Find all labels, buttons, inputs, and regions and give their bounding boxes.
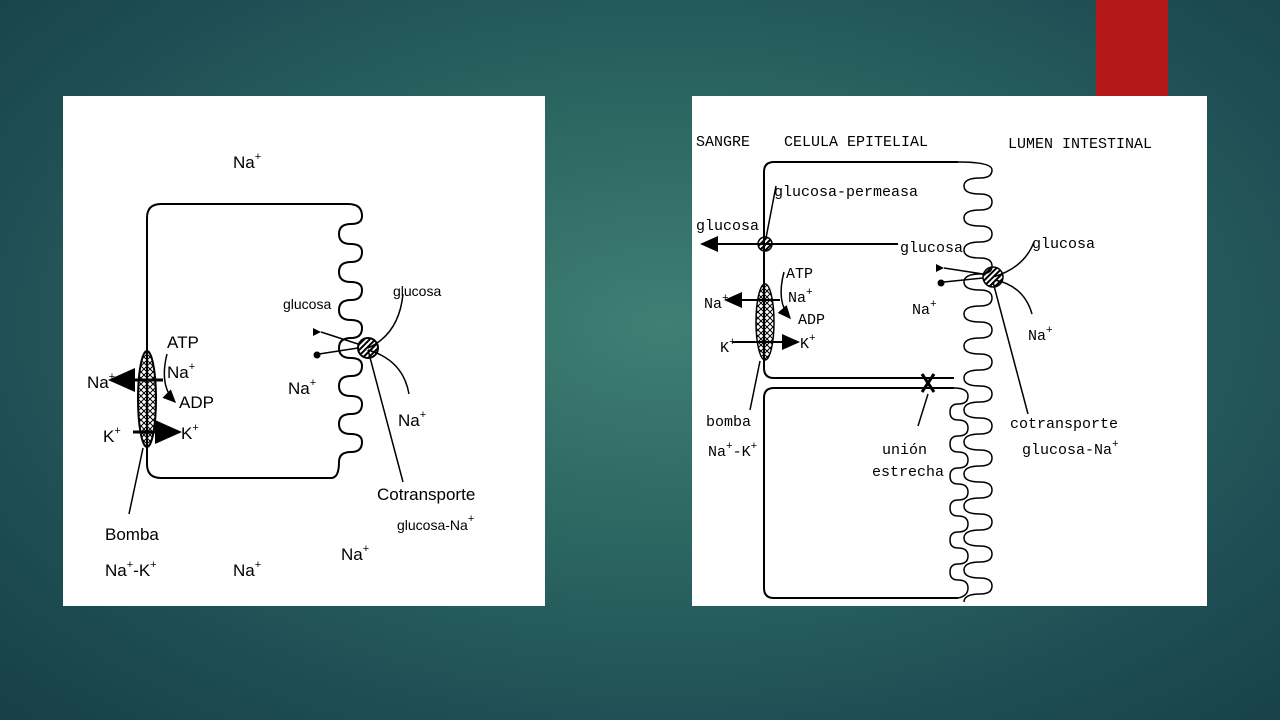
glucosa-label: glucosa — [1032, 236, 1095, 253]
microvilli-border — [957, 161, 993, 603]
cotransporte-label: glucosa-Na+ — [1022, 439, 1119, 459]
cotransporte-label: glucosa-Na+ — [397, 513, 474, 533]
cotransport-release — [943, 267, 984, 283]
na-label: Na+ — [912, 299, 937, 319]
glucosa-label: glucosa — [696, 218, 759, 235]
permeasa-pointer — [765, 185, 777, 239]
glucosa-label: glucosa — [393, 283, 441, 299]
na-label: Na+ — [233, 559, 261, 580]
lower-cell-membrane — [763, 387, 958, 599]
microvilli-border — [330, 203, 364, 479]
cotransport-pointer — [992, 281, 1029, 415]
tight-junction — [920, 373, 936, 393]
na-label: Na+ — [288, 377, 316, 398]
na-k-pump — [137, 350, 157, 448]
adp-label: ADP — [798, 312, 825, 329]
na-label: Na+ — [341, 543, 369, 564]
right-diagram-panel: SANGRE CELULA EPITELIAL LUMEN INTESTINAL… — [692, 96, 1207, 606]
lumen-intestinal-header: LUMEN INTESTINAL — [1008, 136, 1152, 153]
bomba-label: Bomba — [105, 525, 159, 544]
glucosa-label: glucosa — [283, 296, 331, 312]
na-label: Na+ — [167, 361, 195, 382]
bomba-label: bomba — [706, 414, 751, 431]
na-label: Na+ — [233, 151, 261, 172]
atp-label: ATP — [786, 266, 813, 283]
k-label: K+ — [103, 425, 121, 446]
glucosa-entry-line — [992, 241, 1035, 278]
bomba-pointer — [749, 360, 761, 411]
union-estrecha-label: estrecha — [872, 464, 944, 481]
cotransporte-label: cotransporte — [1010, 416, 1118, 433]
na-release-dot — [937, 279, 945, 287]
cell-membrane-basolateral — [146, 203, 331, 479]
na-label: Na+ — [788, 287, 813, 307]
glucosa-permeasa-label: glucosa-permeasa — [774, 184, 918, 201]
celula-epitelial-header: CELULA EPITELIAL — [784, 134, 928, 151]
atp-adp-arrow — [777, 271, 791, 320]
union-estrecha-label: unión — [882, 442, 927, 459]
na-entry-line — [994, 279, 1033, 315]
bomba-label: Na+-K+ — [708, 441, 757, 461]
adp-label: ADP — [179, 393, 214, 412]
glucosa-release-arrowhead — [313, 328, 321, 336]
k-label: K+ — [181, 422, 199, 443]
accent-bar — [1096, 0, 1168, 96]
atp-label: ATP — [167, 333, 199, 352]
bomba-label: Na+-K+ — [105, 559, 157, 580]
k-label: K+ — [800, 333, 816, 353]
na-entry-line — [367, 349, 410, 395]
upper-cell-membrane — [763, 161, 958, 379]
cotransporte-label: Cotransporte — [377, 485, 475, 504]
na-label: Na+ — [1028, 325, 1053, 345]
glucosa-label: glucosa — [900, 240, 963, 257]
na-label: Na+ — [87, 371, 115, 392]
cotransport-release — [318, 331, 359, 355]
na-k-pump — [755, 283, 775, 361]
cotransport-pointer — [367, 349, 404, 483]
left-diagram: Na+ glucosa glucosa Na+ Na+ ATP Na+ ADP … — [87, 151, 475, 580]
glucosa-entry-line — [367, 293, 404, 349]
na-release-dot — [313, 351, 321, 359]
k-label: K+ — [720, 337, 736, 357]
na-label: Na+ — [398, 409, 426, 430]
atp-adp-arrow — [162, 353, 177, 404]
bomba-pointer — [128, 447, 144, 515]
microvilli-border — [949, 387, 969, 599]
left-diagram-panel: Na+ glucosa glucosa Na+ Na+ ATP Na+ ADP … — [63, 96, 545, 606]
right-diagram: SANGRE CELULA EPITELIAL LUMEN INTESTINAL… — [696, 134, 1152, 603]
sangre-header: SANGRE — [696, 134, 750, 151]
union-pointer — [917, 393, 929, 427]
glucosa-release-arrowhead — [936, 264, 944, 272]
na-label: Na+ — [704, 293, 729, 313]
